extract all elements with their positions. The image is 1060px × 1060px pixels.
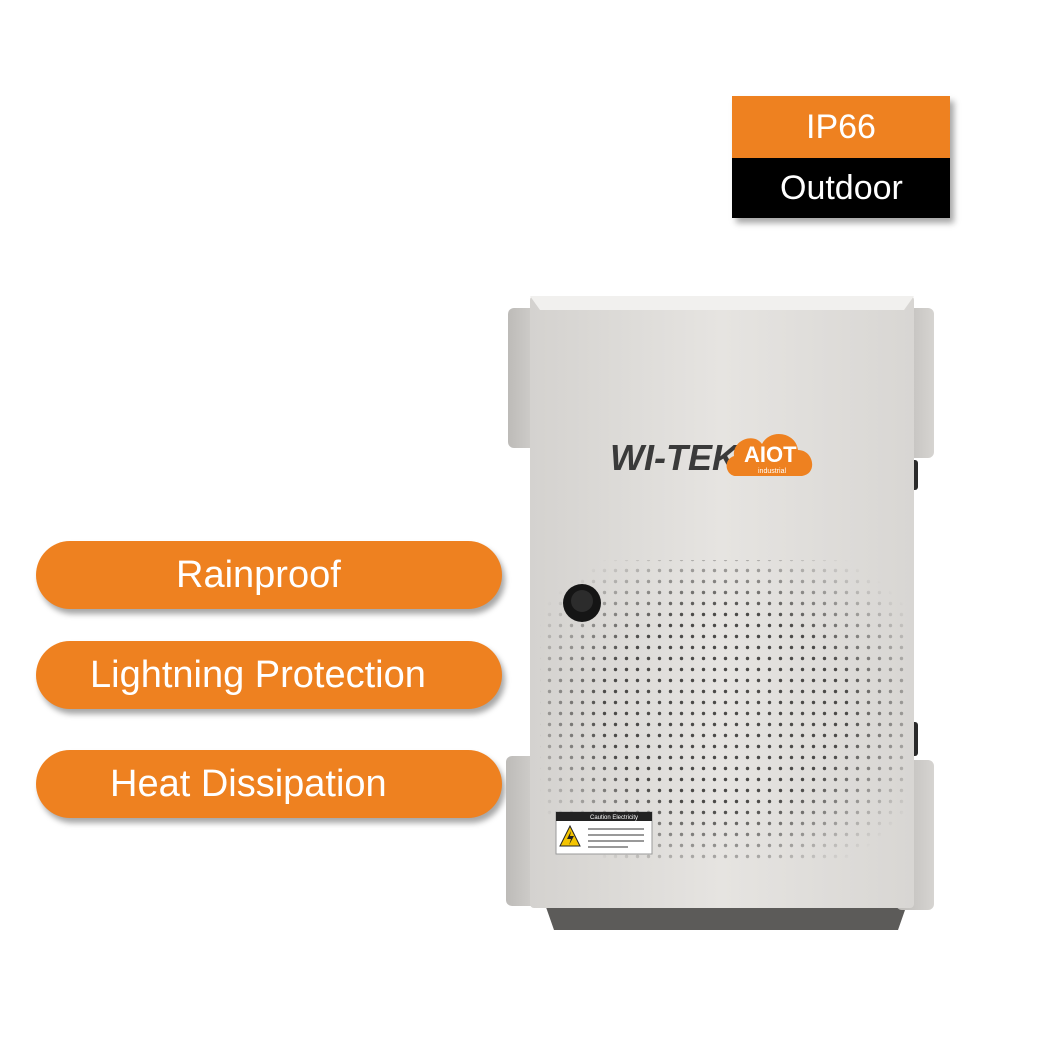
- warning-label-text: Caution Electricity: [590, 815, 638, 821]
- ip-rating-badge: IP66 Outdoor: [732, 96, 950, 218]
- caution-electricity-label: Caution Electricity: [555, 811, 653, 855]
- feature-label: Rainproof: [176, 554, 341, 596]
- environment-text: Outdoor: [732, 158, 950, 218]
- wi-tek-logo: WI-TEK AIOT industrial: [610, 433, 813, 478]
- feature-label: Lightning Protection: [90, 654, 426, 696]
- feature-pill-rainproof: Rainproof: [36, 541, 502, 609]
- logo-aiot-text: AIOT: [744, 442, 797, 467]
- logo-subtext: industrial: [758, 468, 786, 475]
- feature-pill-lightning-protection: Lightning Protection: [36, 641, 502, 709]
- outdoor-enclosure-image: WI-TEK AIOT industrial Caution Electrici…: [500, 290, 940, 960]
- ip-rating-text: IP66: [732, 96, 950, 158]
- feature-pill-heat-dissipation: Heat Dissipation: [36, 750, 502, 818]
- feature-label: Heat Dissipation: [110, 763, 387, 805]
- brand-text: WI-TEK: [610, 437, 741, 478]
